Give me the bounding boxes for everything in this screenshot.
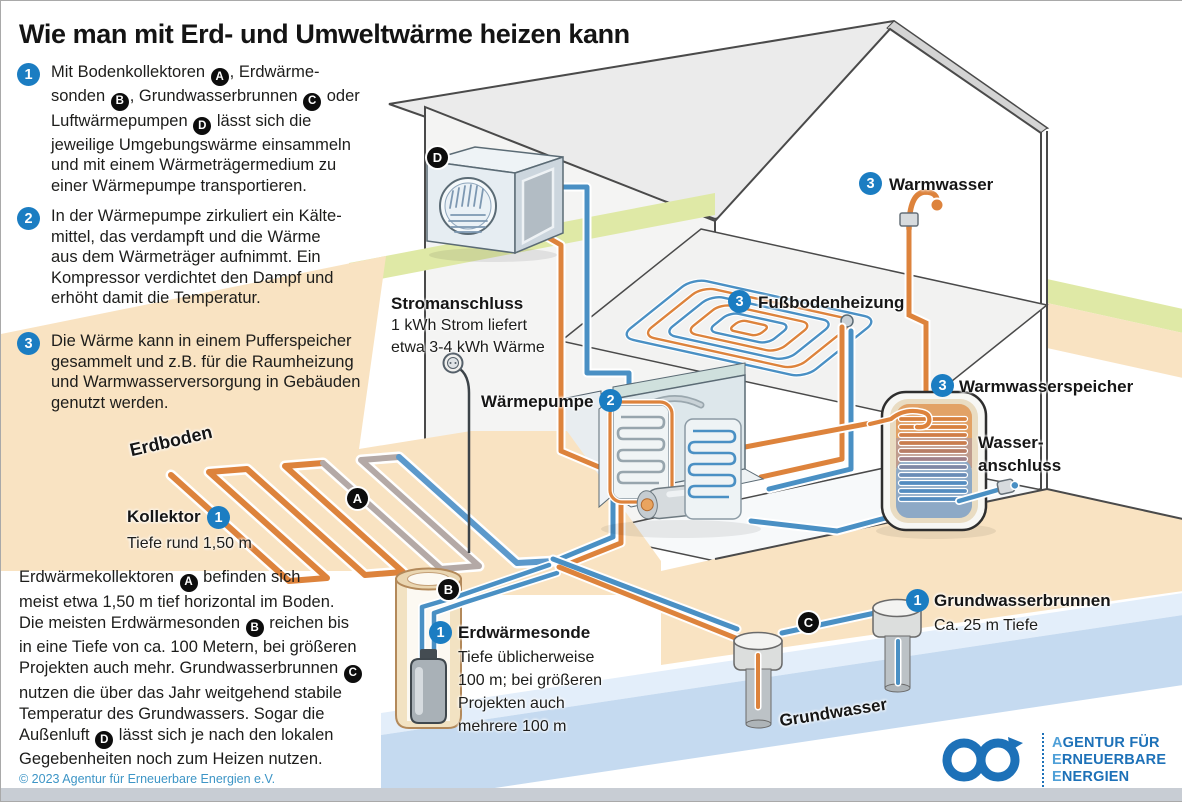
power-cord	[442, 352, 471, 553]
marker-a-badge: A	[347, 488, 368, 509]
label-stromanschluss: Stromanschluss	[391, 294, 524, 313]
marker-c-badge: C	[798, 612, 819, 633]
logo-line2: RNEUERBARE	[1061, 751, 1167, 768]
logo-line1-initial: A	[1052, 734, 1063, 751]
logo-text: AGENTUR FÜR ERNEUERBARE ENERGIEN	[1052, 735, 1166, 786]
step-3-text: Die Wärme kann in einem Pufferspeicher g…	[51, 332, 361, 412]
inline-marker-badge: A	[179, 573, 198, 592]
heat-pump-unit	[598, 362, 765, 538]
marker-b-badge: B	[438, 579, 459, 600]
inline-marker-badge: A	[210, 68, 229, 87]
inline-marker-badge: C	[303, 92, 322, 111]
inline-marker-badge: D	[193, 116, 212, 135]
inline-marker-badge: D	[95, 731, 114, 749]
step-2-number: 2	[17, 207, 40, 230]
label-fussbodenheizung: Fußbodenheizung	[758, 293, 905, 312]
label-warmwasserspeicher: Warmwasserspeicher	[959, 377, 1134, 396]
logo-divider	[1042, 733, 1044, 787]
infinity-logo-icon	[942, 737, 1023, 782]
marker-3-warmwasser: 3	[859, 172, 882, 195]
marker-2-badge: 2	[599, 389, 622, 412]
stromanschluss-line2: etwa 3-4 kWh Wärme	[391, 339, 545, 356]
footnote-text: Erdwärmekollektoren A befinden sich meis…	[19, 567, 449, 770]
borehole-probe	[395, 561, 561, 729]
label-erdwaermesonde-sub: Tiefe üblicherweise 100 m; bei größeren …	[458, 649, 603, 735]
grass-right	[1047, 279, 1182, 333]
label-grundwasserbrunnen: Grundwasserbrunnen	[934, 591, 1111, 610]
stromanschluss-line1: 1 kWh Strom liefert	[391, 317, 528, 334]
soil-right-upper	[1047, 303, 1182, 378]
marker-d-badge: D	[427, 147, 448, 168]
label-wasseranschluss: Wasser- anschluss	[978, 433, 1062, 475]
label-kollektor: Kollektor	[127, 507, 201, 526]
heating-riser-pipes	[756, 322, 856, 494]
floor-heating-coil	[620, 278, 879, 378]
logo-line1: GENTUR FÜR	[1062, 734, 1160, 751]
marker-1-kollektor: 1	[207, 506, 230, 529]
page-title: Wie man mit Erd- und Umweltwärme heizen …	[19, 19, 630, 49]
air-heat-pump-unit	[426, 146, 564, 262]
well-pipes	[548, 554, 880, 646]
tap-collar	[899, 212, 919, 227]
step-1-number: 1	[17, 63, 40, 86]
label-waermepumpe: Wärmepumpe	[481, 392, 594, 411]
label-erdwaermesonde: Erdwärmesonde	[458, 623, 591, 642]
inline-marker-badge: C	[343, 664, 362, 683]
label-kollektor-sub: Tiefe rund 1,50 m	[127, 535, 252, 552]
marker-3-warmwasserspeicher: 3	[931, 374, 954, 397]
water-connection	[955, 478, 1020, 505]
ground-line	[714, 131, 1182, 560]
inline-marker-badge: B	[110, 92, 129, 111]
label-warmwasser: Warmwasser	[889, 175, 994, 194]
agency-logo: AGENTUR FÜR ERNEUERBARE ENERGIEN	[934, 731, 1166, 789]
inline-marker-badge: B	[245, 619, 264, 637]
soil-right	[661, 489, 1182, 665]
marker-1-erdwaermesonde: 1	[429, 621, 452, 644]
label-grundwasserbrunnen-sub: Ca. 25 m Tiefe	[934, 617, 1039, 634]
step-3-number: 3	[17, 332, 40, 355]
logo-line2-initial: E	[1052, 751, 1062, 768]
ground-collector-coil	[165, 451, 561, 587]
marker-3-fussbodenheizung: 3	[728, 290, 751, 313]
logo-line3: NERGIEN	[1061, 768, 1130, 785]
well-c	[733, 631, 783, 729]
step-2-text: In der Wärmepumpe zirkuliert ein Kälte- …	[51, 207, 342, 307]
label-stromanschluss-sub: 1 kWh Strom liefert etwa 3-4 kWh Wärme	[391, 315, 545, 359]
hot-water-tank	[866, 390, 996, 539]
groundwater-body	[381, 615, 1182, 801]
marker-1-grundwasserbrunnen: 1	[906, 589, 929, 612]
copyright: © 2023 Agentur für Erneuerbare Energien …	[19, 772, 276, 786]
logo-line3-initial: E	[1052, 768, 1062, 785]
bottom-strip	[1, 788, 1182, 801]
tap-head	[929, 197, 945, 213]
step-1-text: Mit Bodenkollektoren A, Erdwärme- sonden…	[51, 63, 360, 195]
soil-left	[1, 256, 661, 595]
